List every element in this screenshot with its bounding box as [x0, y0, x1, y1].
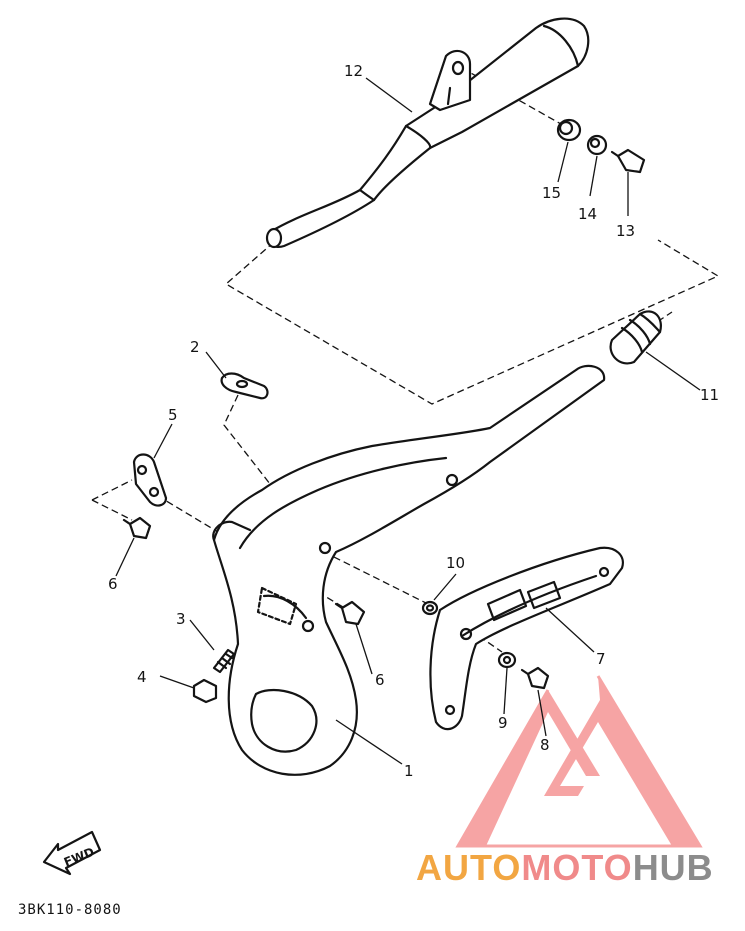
bolt-6-left	[122, 516, 152, 540]
joint-gasket-11	[609, 310, 662, 365]
part-number-8: 8	[540, 736, 550, 754]
part-number-7: 7	[596, 650, 606, 668]
watermark-text: AUTOMOTOHUB	[416, 847, 714, 888]
bolt-6-right	[334, 600, 366, 626]
part-number-9: 9	[498, 714, 508, 732]
part-number-labels: 12 15 14 13 11 2 5 6 6 3 4 10 7 9 8 1	[108, 62, 719, 780]
washer-10	[421, 600, 439, 616]
watermark-auto: AUTO	[416, 847, 521, 888]
part-number-3: 3	[176, 610, 186, 628]
leader-lines	[115, 77, 701, 765]
protector-7	[429, 546, 624, 731]
automotohub-logo-mark	[455, 675, 703, 848]
watermark-hub: HUB	[633, 847, 714, 888]
part-number-14: 14	[578, 205, 597, 223]
silencer-muffler	[265, 17, 590, 249]
bracket-5	[132, 453, 168, 507]
bolt-13	[610, 148, 646, 174]
part-number-12: 12	[344, 62, 363, 80]
expansion-chamber	[212, 364, 606, 776]
nut-4	[192, 678, 218, 704]
part-number-6-right: 6	[375, 671, 385, 689]
stud-bolt-3	[212, 648, 236, 674]
grommet-15	[556, 118, 582, 142]
part-number-2: 2	[190, 338, 200, 356]
part-number-5: 5	[168, 406, 178, 424]
part-number-15: 15	[542, 184, 561, 202]
washer-9	[497, 651, 517, 669]
part-number-6-left: 6	[108, 575, 118, 593]
part-number-11: 11	[700, 386, 719, 404]
forward-direction-arrow: FWD	[42, 830, 102, 876]
drawing-code: 3BK110-8080	[18, 902, 122, 918]
screw-8	[520, 666, 550, 690]
gasket-2	[220, 372, 269, 400]
watermark-moto: MOTO	[521, 847, 632, 888]
collar-14	[586, 134, 608, 156]
part-number-4: 4	[137, 668, 147, 686]
part-number-1: 1	[404, 762, 414, 780]
part-number-13: 13	[616, 222, 635, 240]
part-number-10: 10	[446, 554, 465, 572]
